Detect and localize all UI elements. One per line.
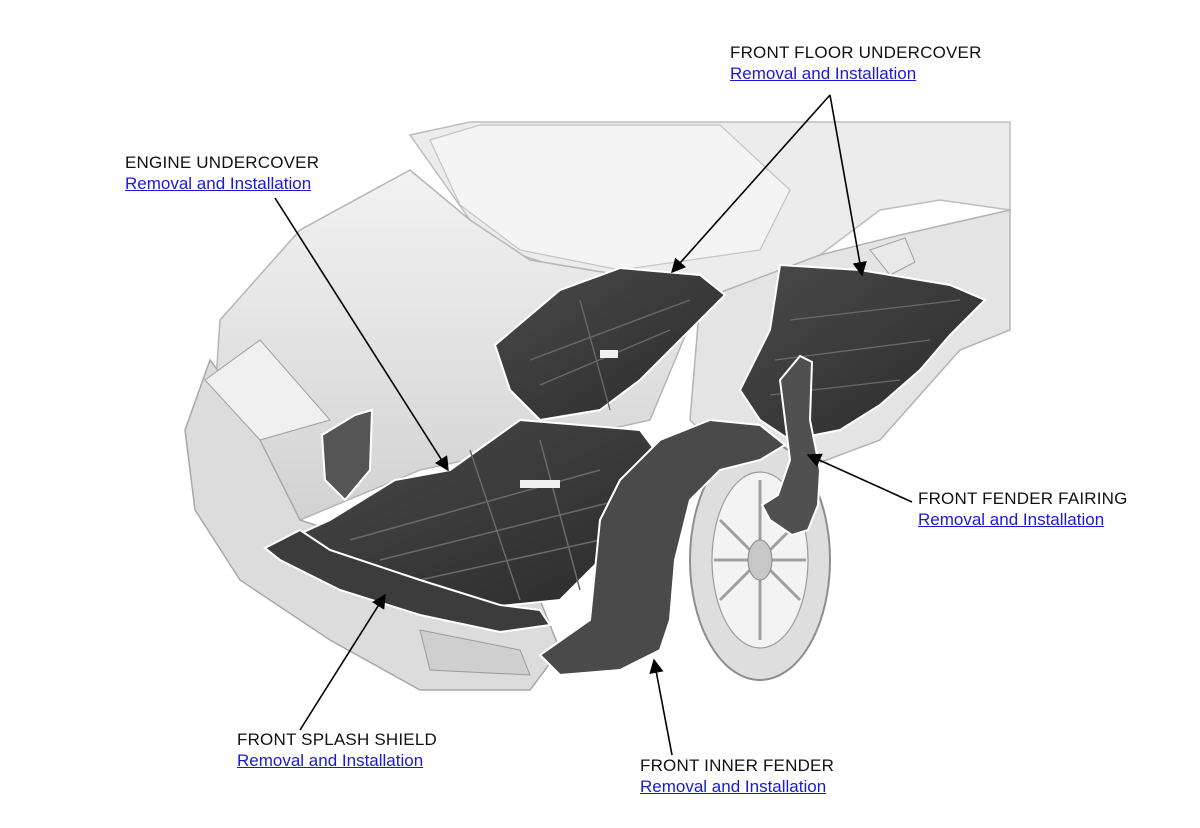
front-inner-fender-part (538, 418, 787, 677)
front-inner-fender-label: FRONT INNER FENDER (640, 756, 835, 775)
front-floor-undercover-label: FRONT FLOOR UNDERCOVER (730, 43, 982, 62)
front-fender-fairing-link[interactable]: Removal and Installation (918, 510, 1105, 529)
front-fender-fairing-part (760, 354, 822, 537)
leader-front-floor-left (671, 94, 831, 274)
callout-engine-undercover: ENGINE UNDERCOVER Removal and Installati… (125, 152, 319, 194)
leader-front-fender-fairing (806, 453, 913, 503)
leader-front-splash-shield (299, 593, 386, 731)
engine-undercover-label: ENGINE UNDERCOVER (125, 153, 320, 172)
callout-front-fender-fairing: FRONT FENDER FAIRING Removal and Install… (918, 488, 1128, 530)
leader-front-floor-right (829, 94, 867, 277)
front-splash-shield-label: FRONT SPLASH SHIELD (237, 730, 437, 749)
leader-engine-undercover (274, 197, 449, 472)
leader-lines (274, 94, 913, 756)
leader-front-inner-fender (649, 658, 673, 756)
front-floor-undercover-link[interactable]: Removal and Installation (730, 64, 917, 83)
callout-front-splash-shield: FRONT SPLASH SHIELD Removal and Installa… (237, 729, 437, 771)
front-splash-shield-part (263, 408, 552, 634)
front-floor-undercover-part-left (493, 266, 727, 422)
front-fender-fairing-label: FRONT FENDER FAIRING (918, 489, 1128, 508)
front-inner-fender-link[interactable]: Removal and Installation (640, 777, 827, 796)
callout-front-floor-undercover: FRONT FLOOR UNDERCOVER Removal and Insta… (730, 42, 982, 84)
callout-front-inner-fender: FRONT INNER FENDER Removal and Installat… (640, 755, 834, 797)
engine-undercover-link[interactable]: Removal and Installation (125, 174, 312, 193)
front-splash-shield-link[interactable]: Removal and Installation (237, 751, 424, 770)
